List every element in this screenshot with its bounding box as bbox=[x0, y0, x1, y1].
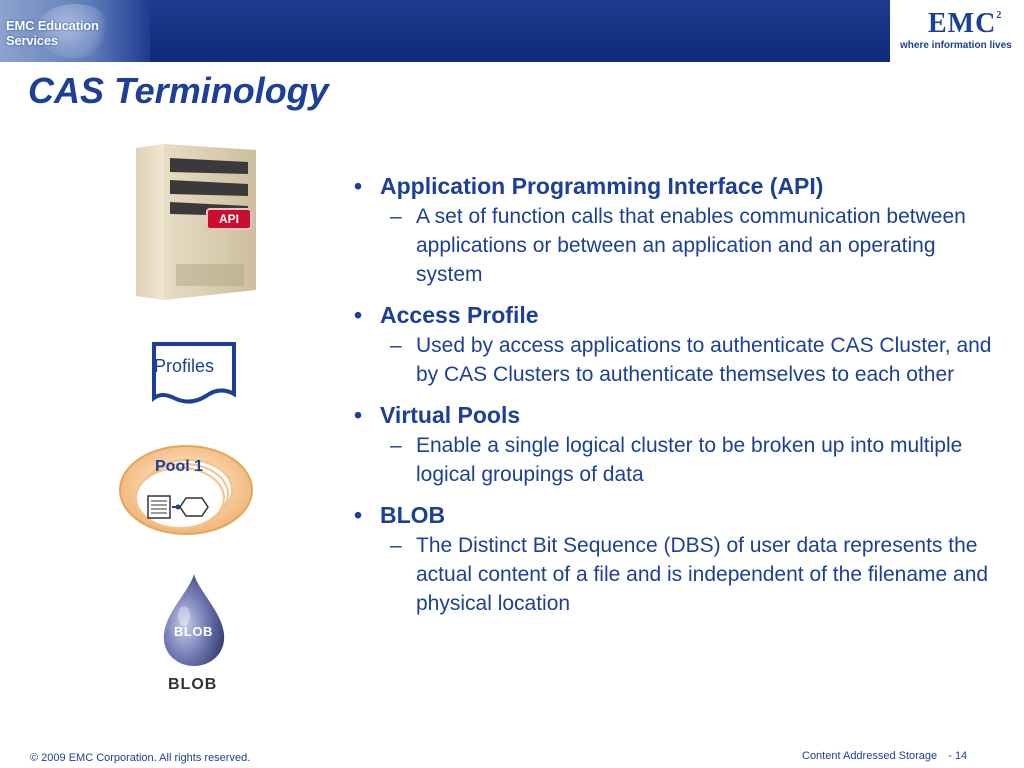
bullet-description: Used by access applications to authentic… bbox=[354, 331, 994, 389]
profiles-document-icon bbox=[152, 342, 236, 404]
bullet-title: Access Profile bbox=[354, 299, 994, 331]
course-name: Content Addressed Storage bbox=[802, 750, 938, 762]
bullet-description: A set of function calls that enables com… bbox=[354, 202, 994, 289]
emc-logo-main: EMC bbox=[928, 8, 997, 39]
virtual-pool-icon bbox=[119, 445, 253, 535]
emc-tagline: where information lives bbox=[900, 40, 1012, 51]
bullet-description: The Distinct Bit Sequence (DBS) of user … bbox=[354, 531, 994, 618]
header-bar: EMC Education Services EMC2 where inform… bbox=[0, 0, 1024, 62]
profiles-label: Profiles bbox=[154, 356, 215, 376]
footer-course: Content Addressed Storage - 14 bbox=[802, 750, 967, 762]
bullet-access-profile: Access Profile Used by access applicatio… bbox=[354, 299, 994, 389]
bullet-title: BLOB bbox=[354, 499, 994, 531]
emc-logo-superscript: 2 bbox=[996, 10, 1003, 21]
bullet-title: Application Programming Interface (API) bbox=[354, 170, 994, 202]
emc-education-services-brand: EMC Education Services bbox=[0, 0, 150, 62]
left-brand-text: EMC Education Services bbox=[6, 18, 99, 48]
copyright: © 2009 EMC Corporation. All rights reser… bbox=[30, 752, 251, 764]
bullet-list: Application Programming Interface (API) … bbox=[354, 170, 994, 628]
globe-icon bbox=[36, 4, 114, 58]
blob-drop-icon bbox=[163, 574, 225, 666]
page-number: - 14 bbox=[948, 750, 968, 762]
blob-label: BLOB bbox=[168, 676, 218, 693]
emc-logo-text: EMC2 bbox=[928, 8, 1002, 40]
bullet-description: Enable a single logical cluster to be br… bbox=[354, 431, 994, 489]
bullet-title: Virtual Pools bbox=[354, 399, 994, 431]
bullet-blob: BLOB The Distinct Bit Sequence (DBS) of … bbox=[354, 499, 994, 618]
slide-title: CAS Terminology bbox=[28, 70, 329, 111]
bullet-virtual-pools: Virtual Pools Enable a single logical cl… bbox=[354, 399, 994, 489]
bullet-api: Application Programming Interface (API) … bbox=[354, 170, 994, 289]
api-badge: API bbox=[206, 208, 252, 230]
pool-label: Pool 1 bbox=[155, 458, 204, 475]
blob-inner-label: BLOB bbox=[174, 624, 213, 639]
emc-logo: EMC2 where information lives bbox=[890, 0, 1024, 62]
